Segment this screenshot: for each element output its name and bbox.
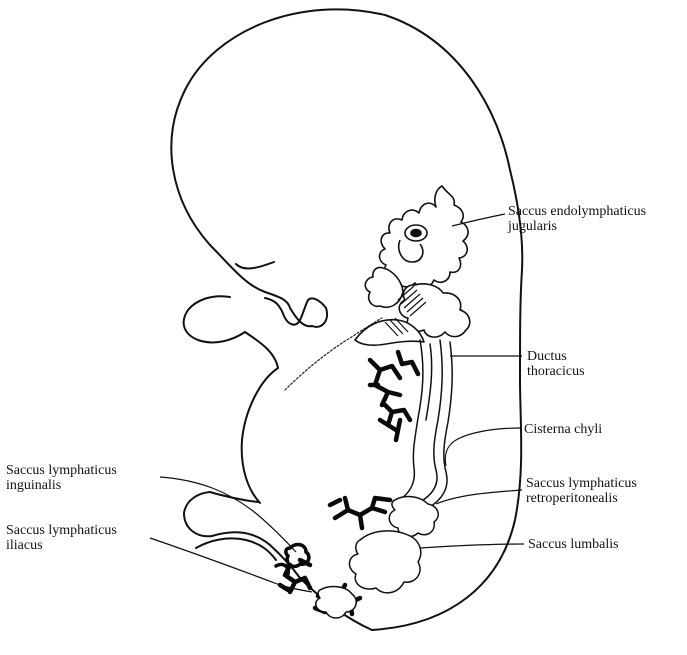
leader-retroperitonealis bbox=[436, 490, 522, 504]
hindlimb-upper bbox=[184, 492, 212, 536]
label-retroperitonealis-line2: retroperitonealis bbox=[526, 491, 618, 506]
body-wall-line bbox=[245, 332, 278, 368]
label-lumbalis-line1: Saccus lumbalis bbox=[528, 537, 619, 552]
leader-inguinalis bbox=[160, 477, 296, 552]
heart-bulge bbox=[242, 368, 278, 503]
jugular-sac bbox=[355, 186, 470, 345]
label-ductus-line1: Ductus bbox=[527, 349, 567, 364]
retroperitoneal-sac bbox=[389, 497, 438, 537]
label-cisterna: Cisterna chyli bbox=[524, 422, 602, 437]
thoracic-duct bbox=[402, 340, 452, 508]
label-inguinalis-line1: Saccus lymphaticus bbox=[6, 463, 117, 478]
labels: Saccus endolymphaticus jugularis Ductus … bbox=[6, 204, 650, 553]
lumbar-sacs bbox=[316, 497, 439, 618]
leader-cisterna bbox=[445, 428, 520, 466]
label-ductus: Ductus thoracicus bbox=[527, 349, 585, 379]
lower-body-line bbox=[210, 492, 258, 502]
lumbalis-sac bbox=[349, 531, 420, 593]
label-ductus-line2: thoracicus bbox=[527, 364, 585, 379]
face-contour bbox=[210, 245, 327, 327]
label-lumbalis: Saccus lumbalis bbox=[528, 537, 619, 552]
label-retroperitonealis-line1: Saccus lymphaticus bbox=[526, 476, 637, 491]
label-cisterna-line1: Cisterna chyli bbox=[524, 422, 602, 437]
label-retroperitonealis: Saccus lymphaticus retroperitonealis bbox=[526, 476, 640, 506]
upper-branch bbox=[370, 352, 418, 405]
label-iliacus-line1: Saccus lymphaticus bbox=[6, 523, 117, 538]
label-inguinalis-line2: inguinalis bbox=[6, 478, 61, 493]
label-inguinalis: Saccus lymphaticus inguinalis bbox=[6, 463, 120, 493]
label-iliacus-line2: iliacus bbox=[6, 538, 43, 553]
label-iliacus: Saccus lymphaticus iliacus bbox=[6, 523, 120, 553]
forelimb-bud bbox=[184, 296, 245, 342]
label-endolymphaticus-line2: jugularis bbox=[507, 219, 557, 234]
mouth-line bbox=[236, 262, 274, 268]
mid-branch bbox=[380, 405, 410, 440]
lumbar-left-branch bbox=[330, 498, 390, 528]
label-endolymphaticus-line1: Saccus endolymphaticus bbox=[508, 204, 646, 219]
leader-lumbalis bbox=[420, 544, 524, 548]
label-endolymphaticus: Saccus endolymphaticus jugularis bbox=[507, 204, 650, 234]
